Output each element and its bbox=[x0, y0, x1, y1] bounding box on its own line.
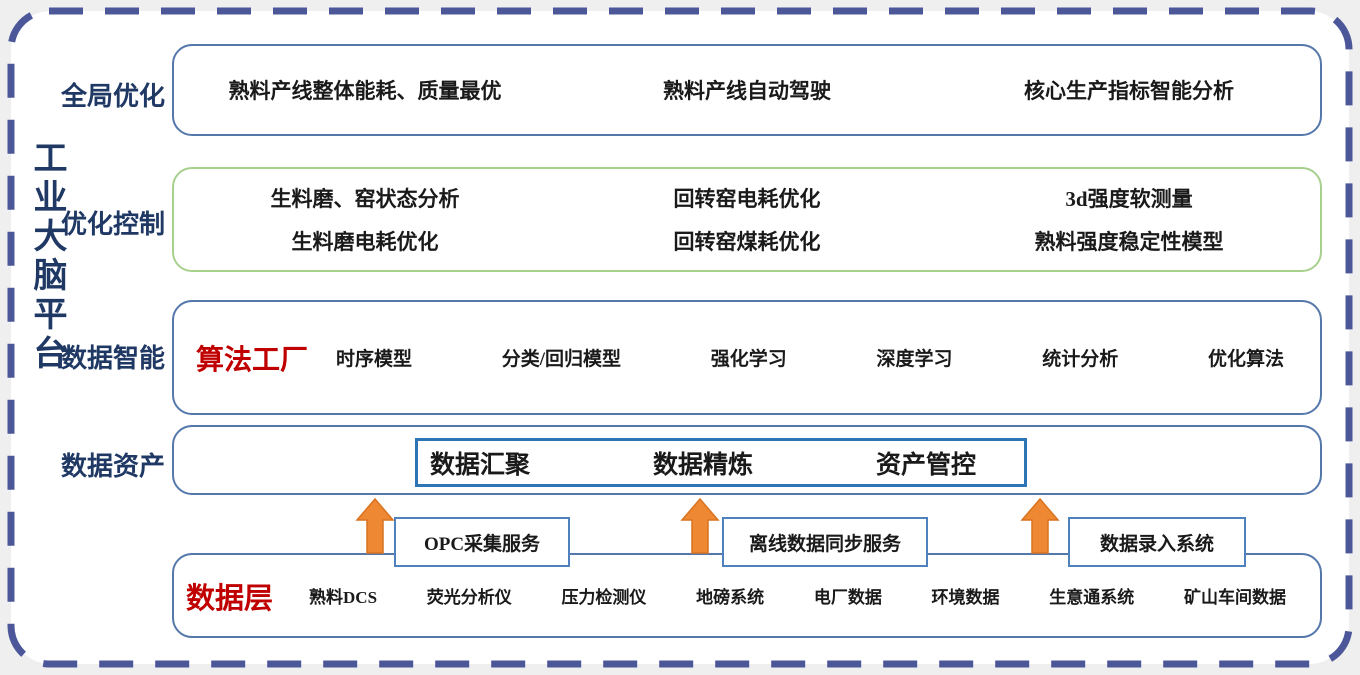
data-assets-box: 数据汇聚 数据精炼 资产管控 bbox=[172, 425, 1322, 495]
assets-item: 数据汇聚 bbox=[430, 451, 531, 479]
opc-collection-service-box: OPC采集服务 bbox=[394, 517, 570, 567]
label-data-intelligence: 数据智能 bbox=[60, 344, 165, 373]
control-item: 回转窑电耗优化 bbox=[673, 186, 821, 211]
algorithm-factory-label: 算法工厂 bbox=[196, 344, 309, 376]
up-arrow-icon bbox=[1020, 498, 1060, 554]
control-item: 回转窑煤耗优化 bbox=[673, 230, 821, 255]
data-layer-label: 数据层 bbox=[186, 582, 274, 615]
up-arrow-icon bbox=[355, 498, 395, 554]
data-source-item: 地磅系统 bbox=[696, 588, 765, 607]
data-source-item: 熟料DCS bbox=[309, 588, 378, 607]
data-source-item: 生意通系统 bbox=[1049, 588, 1135, 607]
optimization-control-box: 生料磨、窑状态分析 回转窑电耗优化 3d强度软测量 生料磨电耗优化 回转窑煤耗优… bbox=[172, 167, 1322, 272]
intelligence-item: 分类/回归模型 bbox=[501, 349, 622, 370]
intelligence-item: 优化算法 bbox=[1207, 349, 1284, 370]
label-optimization-control: 优化控制 bbox=[60, 210, 165, 239]
control-item: 生料磨、窑状态分析 bbox=[270, 186, 460, 211]
up-arrow-icon bbox=[680, 498, 720, 554]
data-intelligence-box: 算法工厂 时序模型 分类/回归模型 强化学习 深度学习 统计分析 优化算法 bbox=[172, 300, 1322, 415]
label-data-assets: 数据资产 bbox=[60, 452, 165, 481]
data-layer-box: 数据层 熟料DCS 荧光分析仪 压力检测仪 地磅系统 电厂数据 环境数据 生意通… bbox=[172, 553, 1322, 638]
data-entry-system-box: 数据录入系统 bbox=[1068, 517, 1246, 567]
label-global-optimization: 全局优化 bbox=[60, 82, 165, 111]
data-source-item: 压力检测仪 bbox=[561, 588, 647, 607]
data-source-item: 矿山车间数据 bbox=[1183, 588, 1286, 607]
intelligence-item: 时序模型 bbox=[336, 349, 413, 370]
intelligence-item: 统计分析 bbox=[1042, 349, 1119, 370]
global-item: 熟料产线自动驾驶 bbox=[663, 79, 831, 103]
global-optimization-box: 熟料产线整体能耗、质量最优 熟料产线自动驾驶 核心生产指标智能分析 bbox=[172, 44, 1322, 136]
control-item: 生料磨电耗优化 bbox=[291, 230, 439, 255]
platform-vertical-title: 工业大脑平台 bbox=[28, 140, 65, 374]
assets-item: 资产管控 bbox=[875, 451, 976, 479]
offline-data-sync-service-box: 离线数据同步服务 bbox=[722, 517, 928, 567]
global-item: 核心生产指标智能分析 bbox=[1024, 79, 1234, 103]
data-source-item: 荧光分析仪 bbox=[426, 588, 512, 607]
data-source-item: 环境数据 bbox=[931, 588, 1000, 607]
data-source-item: 电厂数据 bbox=[813, 588, 882, 607]
assets-item: 数据精炼 bbox=[652, 451, 753, 479]
control-item: 3d强度软测量 bbox=[1065, 186, 1193, 211]
data-assets-inner-box: 数据汇聚 数据精炼 资产管控 bbox=[415, 438, 1027, 487]
control-item: 熟料强度稳定性模型 bbox=[1034, 230, 1224, 255]
intelligence-item: 强化学习 bbox=[710, 349, 787, 370]
global-item: 熟料产线整体能耗、质量最优 bbox=[228, 79, 502, 103]
intelligence-item: 深度学习 bbox=[876, 349, 953, 370]
